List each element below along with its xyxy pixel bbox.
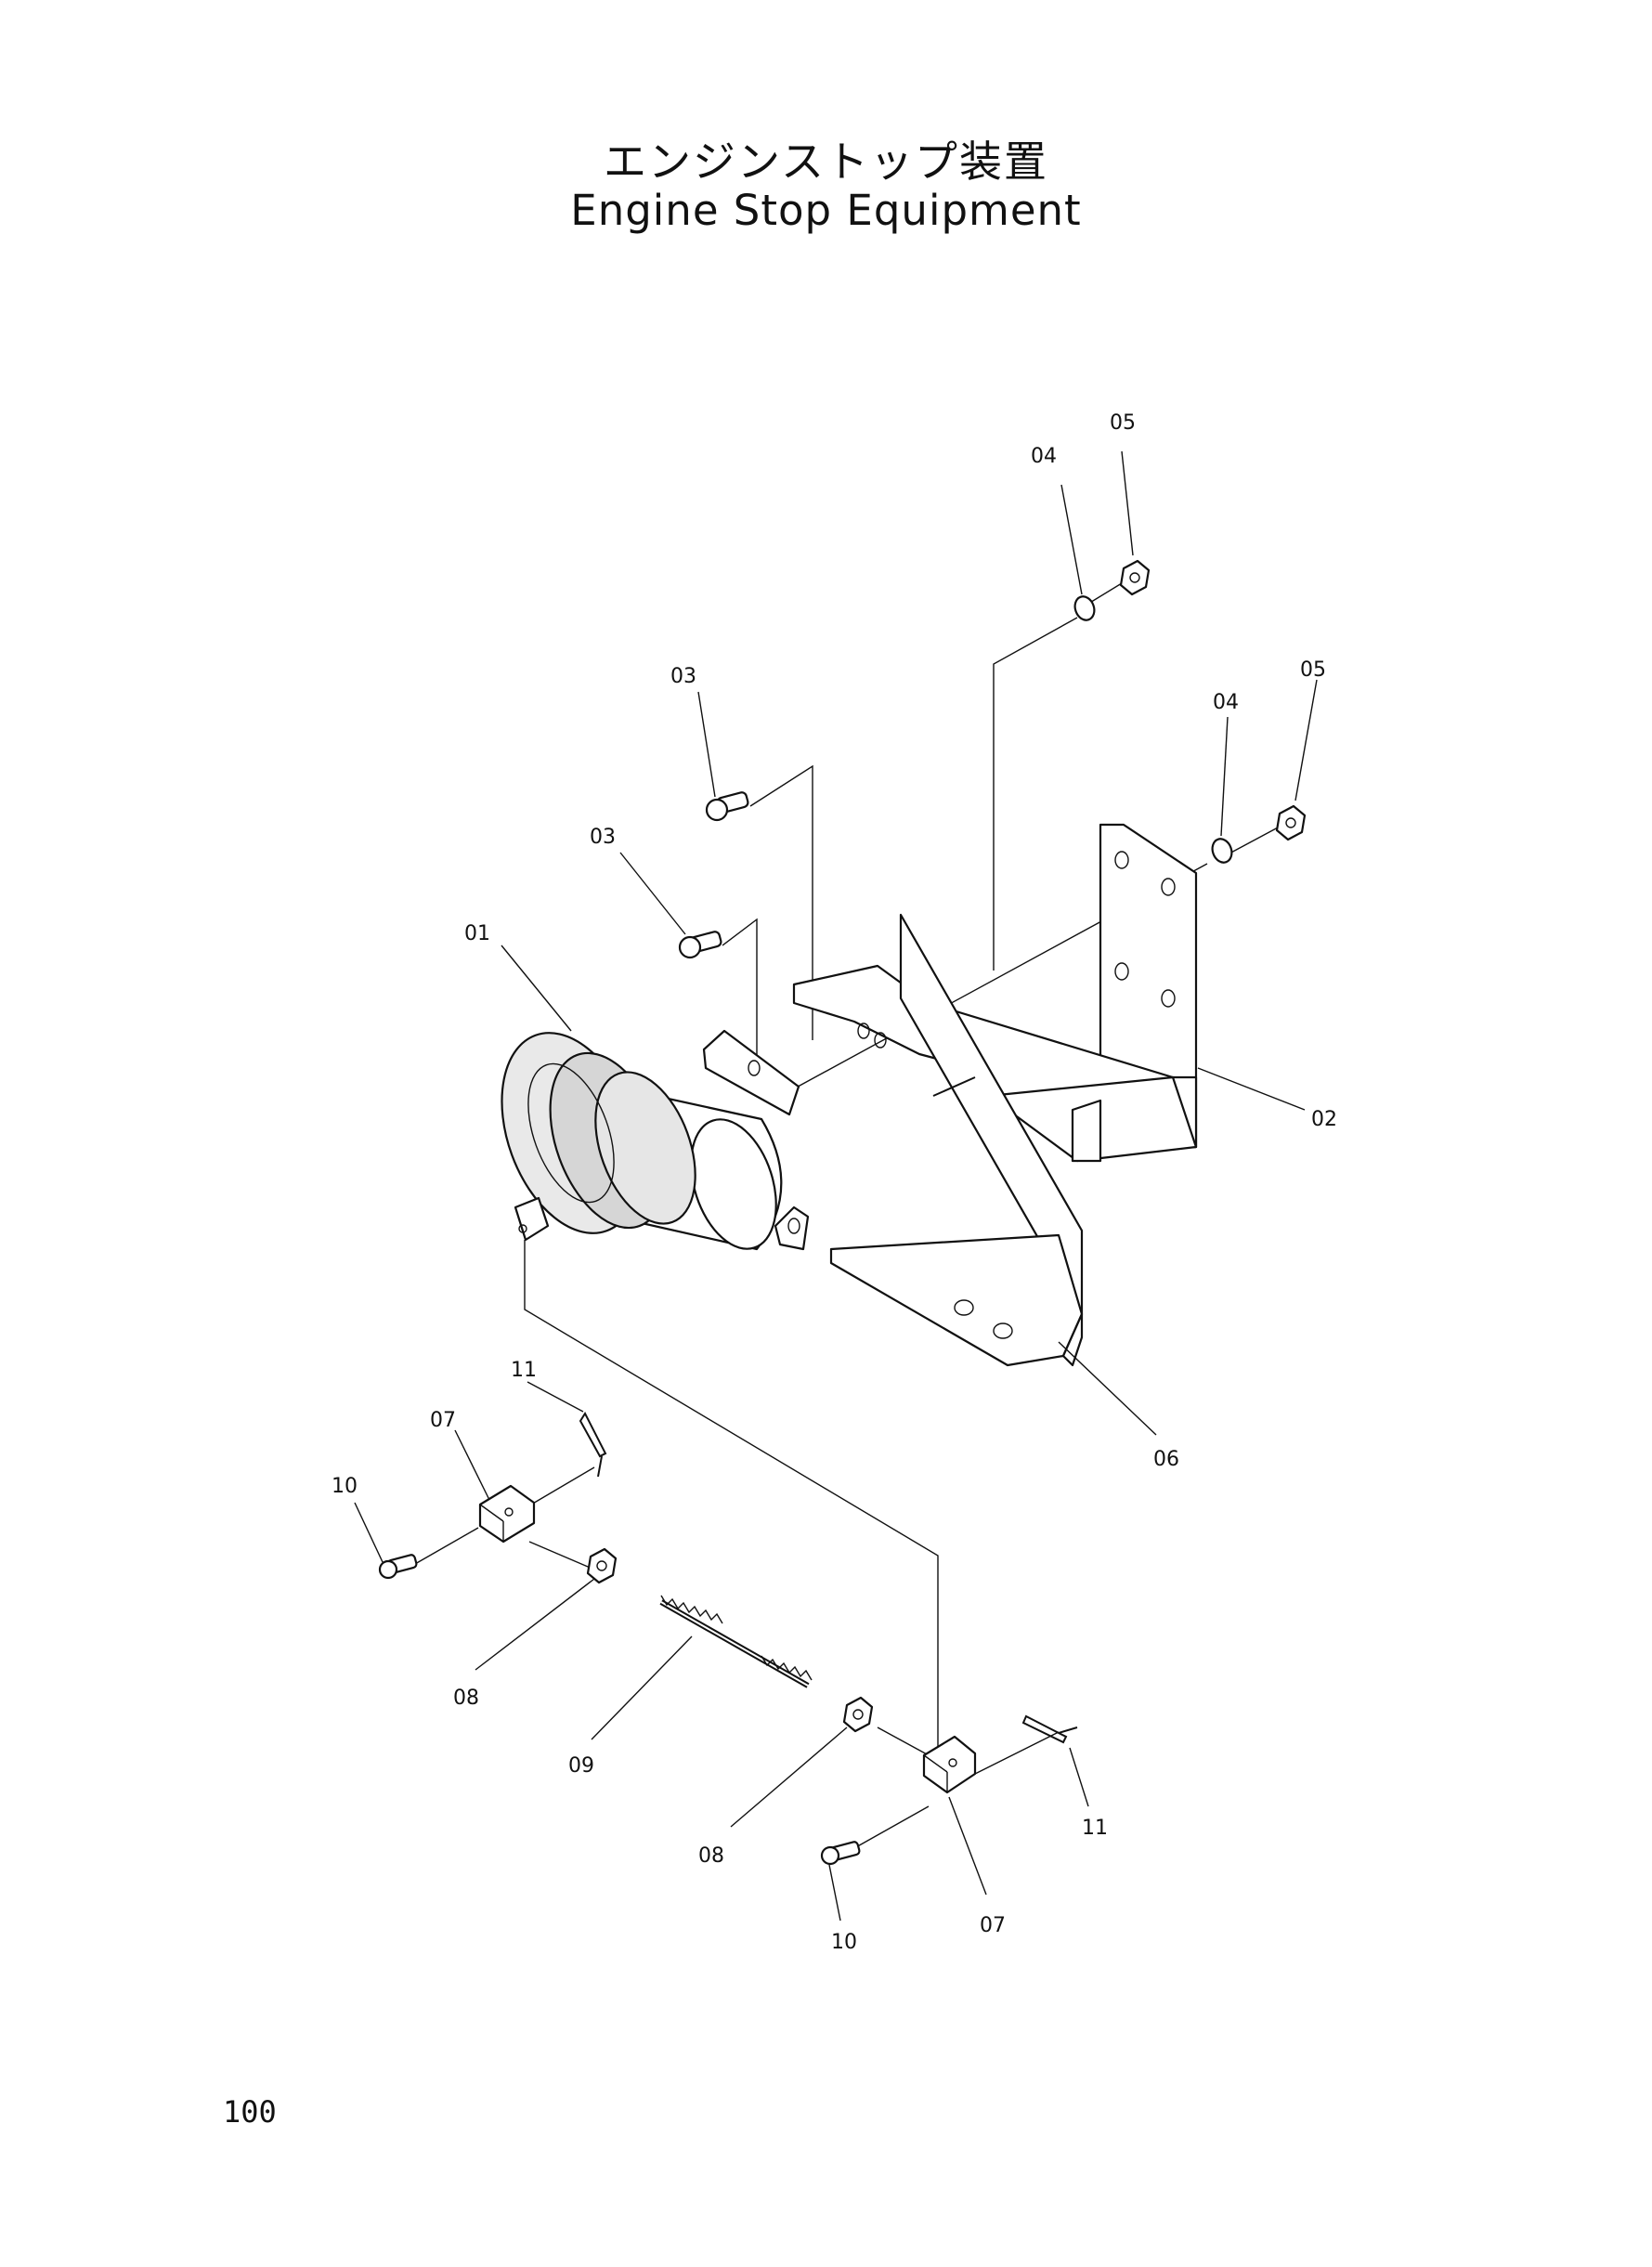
screw-part-03-lower bbox=[678, 931, 722, 959]
callout-05-lower: 05 bbox=[1300, 658, 1326, 682]
callout-09: 09 bbox=[568, 1754, 594, 1778]
solenoid-part-01 bbox=[501, 1029, 810, 1251]
nut-part-08-right bbox=[842, 1696, 874, 1733]
nut-part-08-left bbox=[586, 1547, 618, 1584]
split-pin-part-11-left bbox=[579, 1411, 607, 1478]
callout-10-right: 10 bbox=[831, 1931, 857, 1954]
assembly-lines bbox=[408, 582, 1281, 1849]
callout-06: 06 bbox=[1153, 1448, 1179, 1471]
callout-03-upper: 03 bbox=[670, 665, 696, 688]
washer-part-04-upper bbox=[1073, 595, 1096, 621]
page-title-japanese: エンジンストップ装置 bbox=[603, 137, 1049, 187]
split-pin-part-11-right bbox=[1021, 1714, 1078, 1744]
callout-03-lower: 03 bbox=[590, 826, 616, 849]
callout-08-right: 08 bbox=[698, 1844, 724, 1868]
callout-labels: 05 04 05 04 03 03 01 02 06 11 07 10 08 0… bbox=[332, 411, 1337, 1954]
page-number: 100 bbox=[223, 2094, 277, 2130]
pin-part-10-right bbox=[820, 1841, 861, 1866]
nut-part-05-lower bbox=[1275, 804, 1307, 841]
callout-02: 02 bbox=[1311, 1108, 1337, 1131]
callout-10-left: 10 bbox=[332, 1475, 358, 1498]
callout-leaders bbox=[354, 450, 1318, 1922]
clevis-part-07-right bbox=[922, 1735, 977, 1794]
callout-07-right: 07 bbox=[980, 1914, 1006, 1937]
callout-07-left: 07 bbox=[430, 1409, 456, 1432]
screw-part-03-upper bbox=[705, 791, 749, 822]
rod-part-09 bbox=[659, 1595, 813, 1688]
nut-part-05-upper bbox=[1119, 559, 1151, 596]
bracket-part-02 bbox=[792, 823, 1198, 1163]
callout-08-left: 08 bbox=[453, 1687, 479, 1710]
washer-part-04-lower bbox=[1211, 838, 1233, 864]
callout-05-upper: 05 bbox=[1110, 411, 1136, 435]
pin-part-10-left bbox=[378, 1554, 418, 1580]
callout-01: 01 bbox=[464, 922, 490, 945]
callout-11-right: 11 bbox=[1082, 1817, 1108, 1840]
callout-04-upper: 04 bbox=[1031, 445, 1057, 468]
page-title-english: Engine Stop Equipment bbox=[570, 186, 1082, 235]
callout-11-left: 11 bbox=[511, 1359, 537, 1382]
callout-04-lower: 04 bbox=[1213, 691, 1239, 714]
bracket-part-06 bbox=[829, 913, 1084, 1367]
clevis-part-07-left bbox=[478, 1484, 536, 1544]
